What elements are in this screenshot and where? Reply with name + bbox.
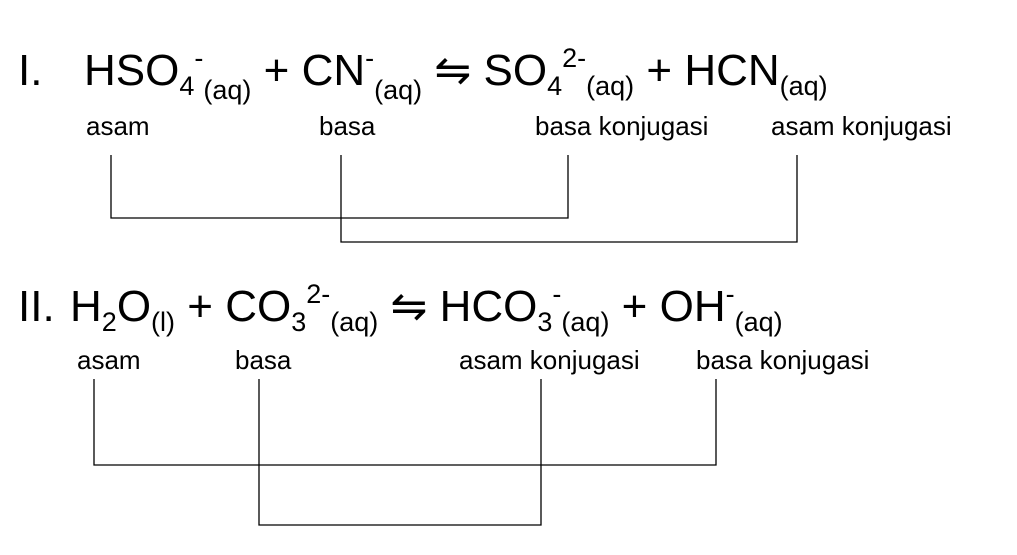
label-base: basa [319,111,376,141]
species-h2o: H2O(l) [70,282,176,337]
equilibrium-arrow: ⇋ [434,46,472,95]
label-conjugate-acid: asam konjugasi [459,345,640,375]
connector-r2-base-conjugate-acid [258,379,542,526]
species-co3: CO32-(aq) [225,279,379,337]
connector-r2-acid-conjugate-base [93,379,717,466]
species-hso4: HSO4- [84,43,204,101]
species-hco3: HCO3-(aq) [439,279,610,337]
species-so4: SO42-(aq) [483,43,635,101]
connector-r1-acid-conjugate-base [110,155,569,219]
reaction-2-equation: H2O(l) + CO32-(aq) ⇋ HCO3-(aq) + OH-(aq) [70,279,783,337]
label-acid: asam [77,345,141,375]
reaction-1-numeral: I. [18,46,43,95]
species-hcn: HCN(aq) [684,46,828,101]
label-conjugate-base: basa konjugasi [696,345,870,375]
label-conjugate-acid: asam konjugasi [771,111,952,141]
label-conjugate-base: basa konjugasi [535,111,709,141]
label-acid: asam [86,111,150,141]
label-base: basa [235,345,292,375]
phase-label: (aq) [203,75,252,105]
reaction-1-equation: HSO4-(aq) + CN-(aq) ⇋ SO42-(aq) + HCN(aq… [84,43,828,104]
species-cn: CN- [301,43,375,95]
plus-sign: + [646,46,673,95]
connector-r1-base-conjugate-acid [340,155,798,243]
plus-sign: + [263,46,290,95]
reaction-2-numeral: II. [18,282,55,331]
equilibrium-arrow: ⇋ [390,282,428,331]
species-oh: OH-(aq) [659,279,783,337]
plus-sign: + [621,282,648,331]
plus-sign: + [187,282,213,331]
phase-label: (aq) [374,75,423,105]
